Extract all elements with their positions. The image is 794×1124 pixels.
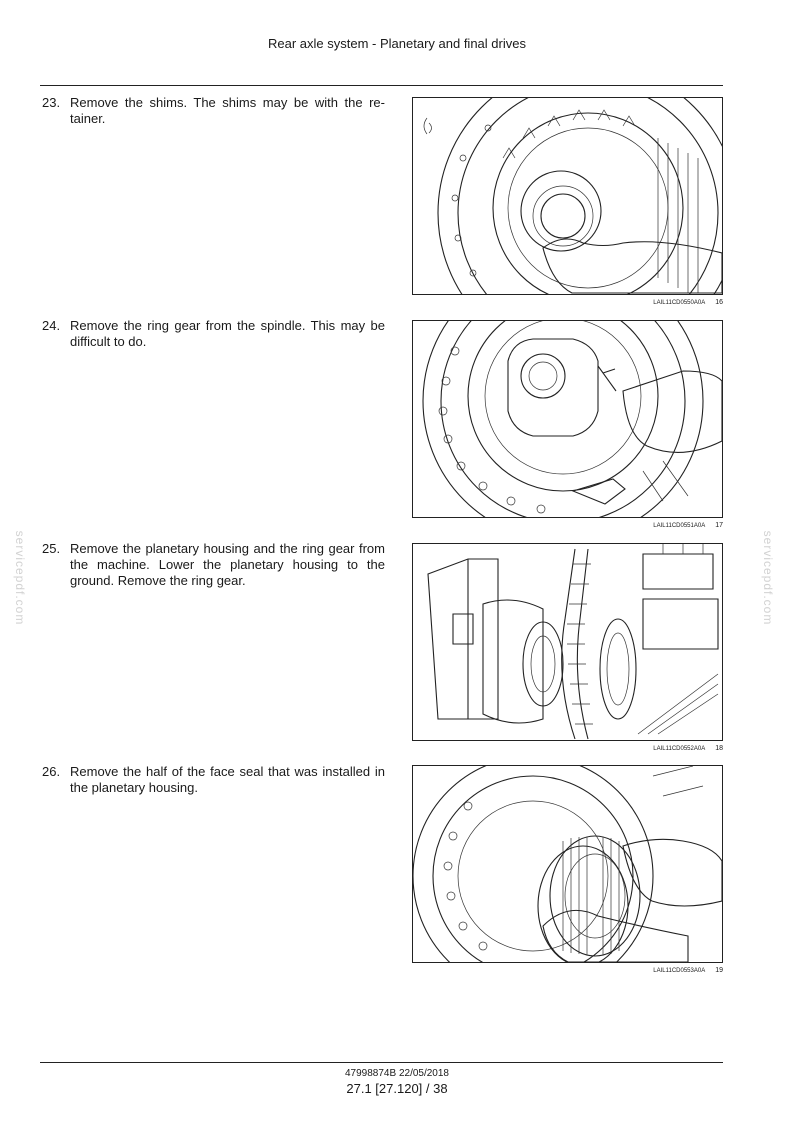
step-24: 24. Remove the ring gear from the spindl…: [42, 318, 387, 352]
figure-18-illustration: [412, 543, 723, 741]
figure-code: LAIL11CD0551A0A: [653, 523, 706, 529]
watermark-right: servicepdf.com: [761, 530, 775, 626]
figure-code: LAIL11CD0552A0A: [653, 746, 706, 752]
step-number: 23.: [42, 95, 61, 110]
footer-doc-id: 47998874B 22/05/2018: [345, 1068, 449, 1079]
step-number: 26.: [42, 764, 61, 779]
figure-code: LAIL11CD0553A0A: [653, 968, 706, 974]
figure-17-caption: LAIL11CD0551A0A 17: [560, 522, 723, 529]
figure-16-caption: LAIL11CD0550A0A 16: [560, 299, 723, 306]
figure-number: 16: [715, 299, 723, 306]
figure-19-caption: LAIL11CD0553A0A 19: [560, 967, 723, 974]
header-rule: [40, 85, 723, 86]
step-number: 24.: [42, 318, 61, 333]
figure-code: LAIL11CD0550A0A: [653, 300, 706, 306]
step-text: Remove the shims. The shims may be with …: [70, 95, 385, 126]
figure-18-caption: LAIL11CD0552A0A 18: [560, 745, 723, 752]
footer-page-number: 27.1 [27.120] / 38: [346, 1081, 448, 1096]
step-text: Remove the half of the face seal that wa…: [70, 764, 385, 795]
watermark-left: servicepdf.com: [13, 530, 27, 626]
figure-17-illustration: [412, 320, 723, 518]
figure-16-illustration: [412, 97, 723, 295]
step-number: 25.: [42, 541, 61, 556]
step-text: Remove the planetary housing and the rin…: [70, 541, 385, 588]
figure-number: 17: [715, 522, 723, 529]
step-25: 25. Remove the planetary housing and the…: [42, 541, 387, 591]
step-23: 23. Remove the shims. The shims may be w…: [42, 95, 387, 129]
step-26: 26. Remove the half of the face seal tha…: [42, 764, 387, 798]
page-header: Rear axle system - Planetary and final d…: [268, 36, 526, 51]
figure-number: 18: [715, 745, 723, 752]
step-text: Remove the ring gear from the spindle. T…: [70, 318, 385, 349]
footer-rule: [40, 1062, 723, 1063]
figure-19-illustration: [412, 765, 723, 963]
figure-number: 19: [715, 967, 723, 974]
